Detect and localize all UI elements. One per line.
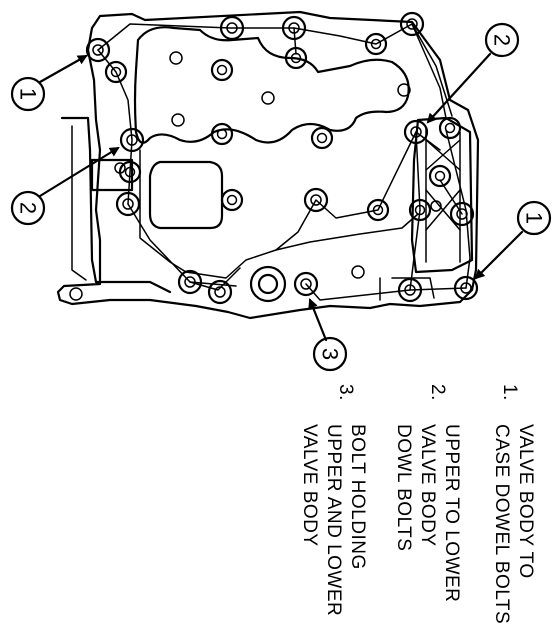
- plain-hole: [169, 51, 183, 65]
- bolt: [364, 32, 388, 56]
- left-plate-inner: [71, 125, 87, 281]
- callout-number: 1: [522, 212, 547, 224]
- bolt: [453, 275, 479, 301]
- bolt: [293, 271, 319, 297]
- legend-item-3: 3. BOLT HOLDING UPPER AND LOWER VALVE BO…: [299, 384, 368, 616]
- left-mounting-plate: [60, 116, 172, 294]
- bottom-port-inner: [257, 273, 279, 295]
- bolt: [118, 160, 142, 184]
- legend-item-line: UPPER TO LOWER: [441, 424, 462, 602]
- bolt: [119, 127, 145, 153]
- callout-arrow: [474, 230, 524, 280]
- bolt: [397, 277, 423, 303]
- bottom-right-block: [379, 277, 435, 301]
- bolt: [449, 201, 475, 227]
- callout-arrow: [38, 54, 88, 84]
- bolt: [310, 126, 334, 150]
- bolt: [115, 191, 141, 217]
- plain-hole: [351, 265, 365, 279]
- legend-item-1: 1. VALVE BODY TO CASE DOWEL BOLTS: [491, 384, 536, 624]
- bolt: [366, 198, 390, 222]
- bolt: [210, 58, 234, 82]
- upper-plate-outline: [133, 26, 410, 144]
- callout-circle: [484, 22, 520, 58]
- bolt: [403, 119, 429, 145]
- callout-circle: [10, 76, 46, 112]
- bolt: [399, 11, 425, 37]
- callout-circle: [516, 200, 552, 236]
- bolt: [177, 269, 203, 295]
- bolt: [220, 188, 244, 212]
- bolt: [303, 187, 329, 213]
- callout-2-right: 2: [426, 22, 520, 124]
- bolt: [438, 116, 462, 140]
- center-window: [148, 160, 224, 230]
- right-bracket-hole: [430, 200, 442, 212]
- upper-left-boss: [90, 158, 134, 192]
- bolt: [284, 46, 308, 70]
- callout-circle: [312, 336, 348, 372]
- bolt: [85, 37, 111, 63]
- callout-number: 2: [490, 34, 515, 46]
- legend-item-line: UPPER AND LOWER: [323, 424, 344, 616]
- legend-item-number: 2.: [427, 384, 448, 401]
- bolt: [219, 15, 245, 41]
- bottom-port-outer: [249, 265, 287, 303]
- legend-item-line: VALVE BODY: [299, 424, 320, 547]
- bolt: [207, 279, 233, 305]
- plain-holes: [114, 51, 411, 279]
- plain-hole: [397, 83, 411, 97]
- legend-item-line: CASE DOWEL BOLTS: [491, 424, 512, 624]
- callout-number: 3: [318, 348, 343, 360]
- right-bracket: [410, 116, 474, 274]
- callout-number: 2: [16, 202, 41, 214]
- callout-circle: [10, 190, 46, 226]
- bolt: [281, 15, 307, 41]
- bolt: [428, 164, 452, 188]
- legend: 1. VALVE BODY TO CASE DOWEL BOLTS 2. UPP…: [299, 384, 536, 624]
- bolts: [85, 11, 479, 305]
- inner-lower-outline: [139, 149, 419, 279]
- callout-arrow: [38, 146, 120, 198]
- callout-1-right: 1: [474, 200, 552, 280]
- callout-1-left: 1: [10, 54, 88, 112]
- bolt: [408, 198, 432, 222]
- right-bracket-inner: [425, 127, 461, 263]
- left-ear-hole: [69, 287, 83, 301]
- callout-2-left: 2: [10, 146, 120, 226]
- callout-arrow: [426, 52, 492, 124]
- bolt: [104, 60, 128, 84]
- legend-item-number: 3.: [335, 384, 356, 401]
- right-bracket-cross: [425, 139, 461, 231]
- callout-number: 1: [16, 88, 41, 100]
- legend-item-line: VALVE BODY: [417, 424, 438, 547]
- plain-hole: [171, 113, 185, 127]
- legend-item-number: 1.: [499, 384, 520, 401]
- legend-item-line: BOLT HOLDING: [347, 424, 368, 570]
- callout-arrow: [308, 298, 328, 342]
- legend-item-2: 2. UPPER TO LOWER VALVE BODY DOWL BOLTS: [393, 384, 462, 602]
- callout-3-bottom: 3: [308, 298, 348, 372]
- bolt: [210, 122, 234, 146]
- legend-item-line: DOWL BOLTS: [393, 424, 414, 551]
- legend-item-line: VALVE BODY TO: [515, 424, 536, 579]
- plain-hole: [261, 91, 275, 105]
